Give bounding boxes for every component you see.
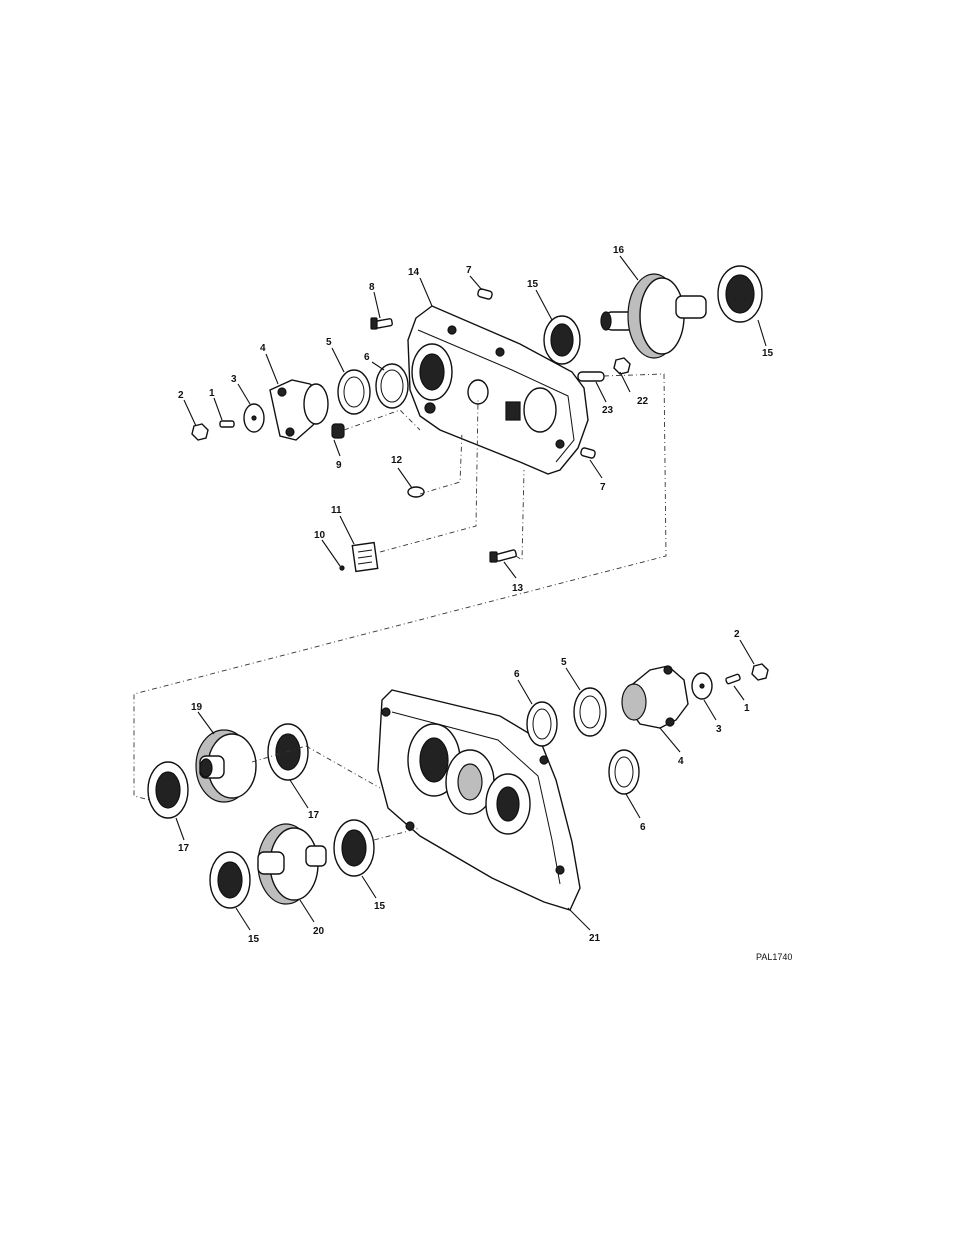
- alignment-line: [379, 399, 479, 553]
- callout-21: 21: [589, 933, 601, 944]
- bearing-cup-part: [717, 265, 763, 323]
- callout-22: 22: [637, 396, 649, 407]
- alignment-line: [133, 373, 667, 801]
- figure-id: PAL1740: [756, 952, 792, 962]
- callout-16: 16: [613, 245, 625, 256]
- callout-7: 7: [600, 482, 606, 493]
- callout-3: 3: [716, 724, 722, 735]
- callout-15: 15: [762, 348, 774, 359]
- callout-15: 15: [248, 934, 260, 945]
- callout-2: 2: [734, 629, 740, 640]
- callout-20: 20: [313, 926, 325, 937]
- callout-15: 15: [374, 901, 386, 912]
- callout-3: 3: [231, 374, 237, 385]
- ring-part: [375, 363, 409, 409]
- main-housing-part: [377, 689, 581, 911]
- callout-5: 5: [326, 337, 332, 348]
- callout-4: 4: [678, 756, 684, 767]
- nut-part: [191, 423, 209, 441]
- nut-part: [751, 663, 769, 681]
- bolt-part: [219, 420, 235, 428]
- callout-6: 6: [514, 669, 520, 680]
- callout-2: 2: [178, 390, 184, 401]
- bearing-cup-part: [333, 819, 375, 877]
- alignment-line: [373, 827, 421, 841]
- seal-part: [337, 369, 371, 415]
- gear-part: [195, 729, 257, 803]
- callout-7: 7: [466, 265, 472, 276]
- callout-23: 23: [602, 405, 614, 416]
- yoke-part: [269, 379, 329, 441]
- callout-10: 10: [314, 530, 326, 541]
- callout-13: 13: [512, 583, 524, 594]
- washer-part: [243, 403, 265, 433]
- seal-part: [573, 687, 607, 737]
- pin-part: [580, 447, 596, 459]
- callout-6: 6: [640, 822, 646, 833]
- bearing-part: [267, 723, 309, 781]
- callout-19: 19: [191, 702, 203, 713]
- cover-housing-part: [407, 305, 589, 475]
- bearing-part: [147, 761, 189, 819]
- drive-screw-part: [339, 565, 345, 571]
- callout-6: 6: [364, 352, 370, 363]
- washer-part: [691, 672, 713, 700]
- ring-part: [608, 749, 640, 795]
- gear-part: [257, 823, 327, 905]
- callout-5: 5: [561, 657, 567, 668]
- callout-8: 8: [369, 282, 375, 293]
- callout-1: 1: [209, 388, 215, 399]
- alignment-line: [419, 431, 463, 495]
- callout-1: 1: [744, 703, 750, 714]
- pin-part: [477, 288, 493, 300]
- alignment-line: [251, 745, 307, 763]
- dowel-pin-part: [577, 371, 605, 382]
- alignment-line: [515, 469, 525, 561]
- plug-part: [331, 423, 345, 439]
- bolt-part: [489, 549, 517, 563]
- callout-12: 12: [391, 455, 403, 466]
- callout-15: 15: [527, 279, 539, 290]
- bolt-part: [725, 673, 741, 685]
- callout-14: 14: [408, 267, 420, 278]
- bearing-cup-part: [543, 315, 581, 365]
- alignment-line: [305, 745, 381, 789]
- yoke-part: [621, 665, 689, 729]
- identification-plate-part: [351, 541, 379, 573]
- plug-part: [407, 486, 425, 498]
- callout-labels: 14 7 8 15 16 15 4 5 6 3 2 1 23 22 9 12 7…: [178, 245, 774, 945]
- callout-4: 4: [260, 343, 266, 354]
- bearing-cup-part: [209, 851, 251, 909]
- ring-part: [526, 701, 558, 747]
- output-shaft-gear-part: [600, 273, 707, 359]
- callout-9: 9: [336, 460, 342, 471]
- callout-17: 17: [178, 843, 190, 854]
- bolt-part: [370, 317, 393, 330]
- leader-lines: [175, 255, 767, 931]
- callout-17: 17: [308, 810, 320, 821]
- nut-part: [613, 357, 631, 375]
- callout-11: 11: [331, 505, 342, 516]
